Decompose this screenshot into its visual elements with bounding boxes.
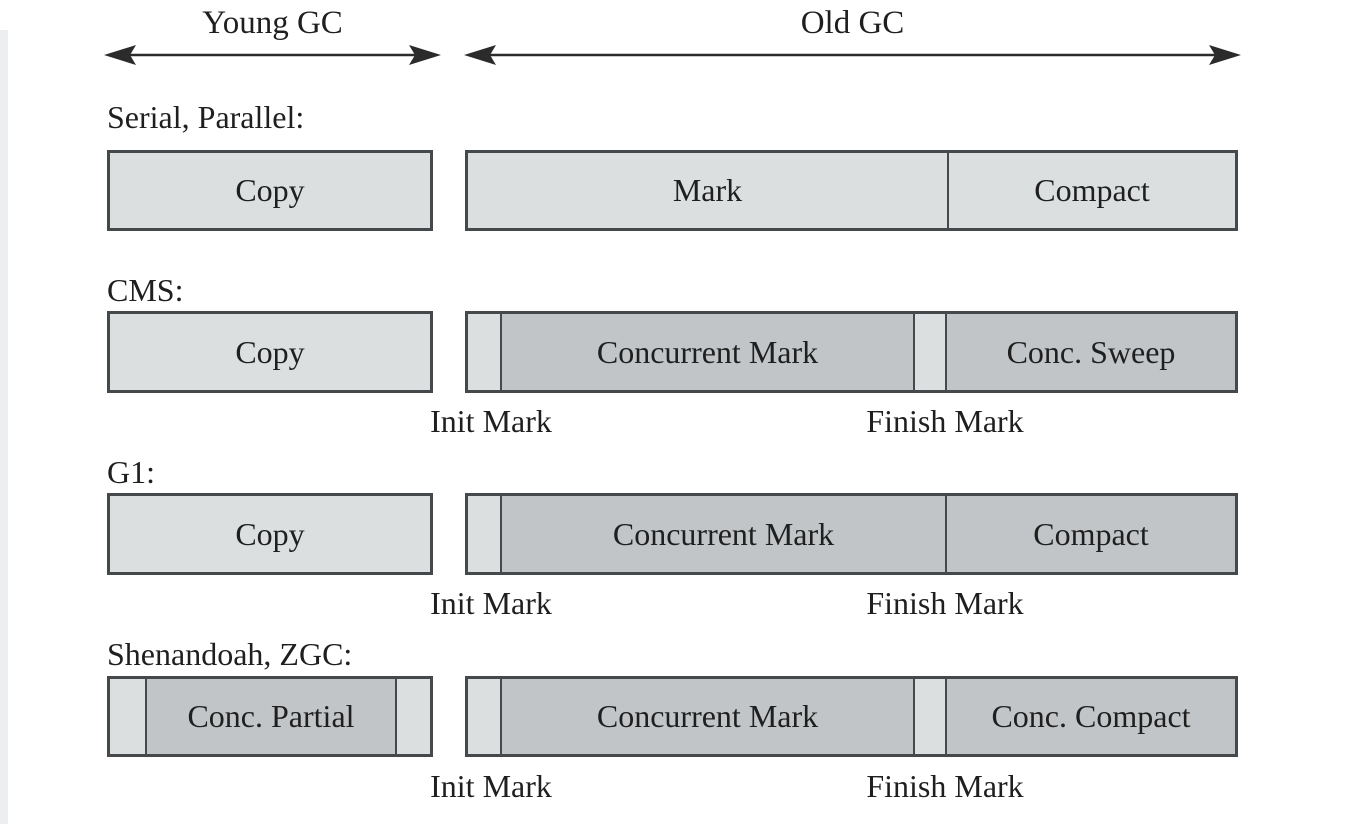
segment-mark: Mark [468, 153, 947, 228]
segment-copy: Copy [110, 496, 430, 572]
segment-compact: Compact [945, 496, 1235, 572]
segment-conc-sweep: Conc. Sweep [945, 314, 1235, 390]
segment-finish-mark [913, 679, 945, 754]
segment-concurrent-mark: Concurrent Mark [500, 679, 913, 754]
shenandoah-young-bar: Conc. Partial [107, 676, 433, 757]
finish-mark-label: Finish Mark [866, 403, 1024, 439]
segment-concurrent-mark: Concurrent Mark [500, 496, 945, 572]
segment-compact: Compact [947, 153, 1235, 228]
serial-old-bar: Mark Compact [465, 150, 1238, 231]
segment-init-mark [468, 679, 500, 754]
finish-mark-label: Finish Mark [866, 768, 1024, 804]
g1-young-bar: Copy [107, 493, 433, 575]
segment-init-pause [110, 679, 145, 754]
young-gc-heading: Young GC [202, 5, 343, 41]
serial-young-bar: Copy [107, 150, 433, 231]
segment-concurrent-mark: Concurrent Mark [500, 314, 913, 390]
row-label-cms: CMS: [107, 272, 184, 308]
segment-conc-partial: Conc. Partial [145, 679, 395, 754]
segment-init-mark [468, 314, 500, 390]
young-gc-arrow [104, 45, 441, 65]
segment-finish-mark [913, 314, 945, 390]
axis-arrows [104, 45, 1241, 65]
shenandoah-old-bar: Concurrent Mark Conc. Compact [465, 676, 1238, 757]
row-label-g1: G1: [107, 454, 155, 490]
cms-old-bar: Concurrent Mark Conc. Sweep [465, 311, 1238, 393]
init-mark-label: Init Mark [430, 403, 552, 439]
row-label-serial-parallel: Serial, Parallel: [107, 99, 305, 135]
scan-edge-artifact [0, 30, 8, 824]
segment-final-pause [395, 679, 430, 754]
segment-copy: Copy [110, 314, 430, 390]
cms-young-bar: Copy [107, 311, 433, 393]
row-label-shenandoah-zgc: Shenandoah, ZGC: [107, 636, 353, 672]
g1-old-bar: Concurrent Mark Compact [465, 493, 1238, 575]
segment-copy: Copy [110, 153, 430, 228]
segment-init-mark [468, 496, 500, 572]
init-mark-label: Init Mark [430, 585, 552, 621]
old-gc-arrow [464, 45, 1241, 65]
init-mark-label: Init Mark [430, 768, 552, 804]
finish-mark-label: Finish Mark [866, 585, 1024, 621]
old-gc-heading: Old GC [800, 5, 905, 41]
segment-conc-compact: Conc. Compact [945, 679, 1235, 754]
